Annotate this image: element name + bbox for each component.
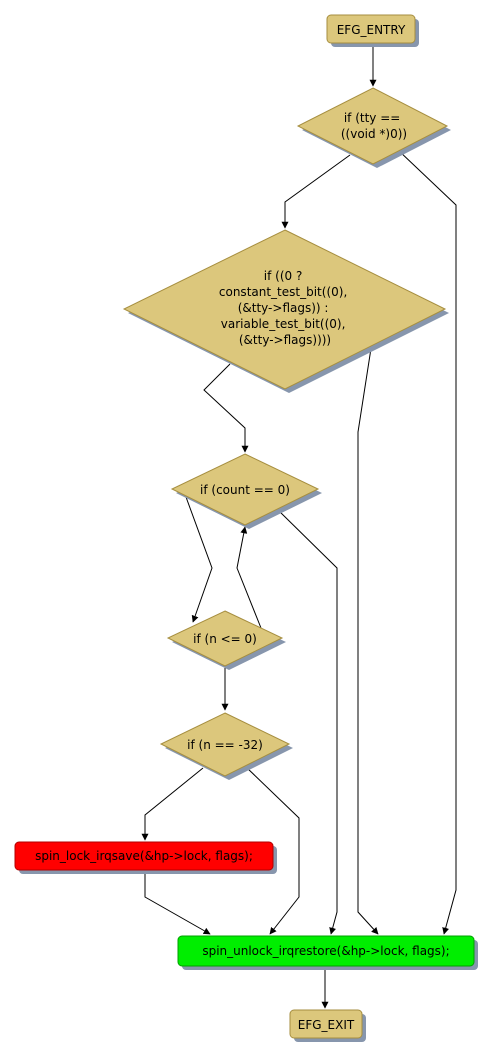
node-cond-test-bit[interactable]: if ((0 ? constant_test_bit((0), (&tty->f… — [122, 229, 449, 393]
node-spin-unlock-irqrestore-label: spin_unlock_irqrestore(&hp->lock, flags)… — [202, 944, 449, 958]
node-cond-count-label: if (count == 0) — [200, 483, 290, 497]
node-cond-test-bit-line: (&tty->flags)))) — [239, 333, 331, 347]
node-efg-exit[interactable]: EFG_EXIT — [289, 1009, 366, 1042]
node-cond-tty-line: if (tty == — [344, 111, 401, 125]
node-cond-tty[interactable]: if (tty == ((void *)0)) — [296, 87, 451, 168]
node-efg-entry-label: EFG_ENTRY — [337, 23, 406, 37]
edge-lock-to-unlock — [144, 872, 211, 935]
node-cond-tty-line: ((void *)0)) — [341, 127, 407, 141]
svg-text:if (tty == ((void *)0)): if (tty == ((void *)0)) — [341, 111, 407, 141]
node-cond-n-le-label: if (n <= 0) — [193, 632, 257, 646]
edge-n-eq-to-unlock — [244, 765, 300, 935]
node-cond-test-bit-line: constant_test_bit((0), — [219, 285, 347, 299]
node-spin-unlock-irqrestore[interactable]: spin_unlock_irqrestore(&hp->lock, flags)… — [177, 935, 478, 970]
edge-test-bit-to-unlock — [357, 341, 379, 935]
node-cond-n-eq[interactable]: if (n == -32) — [159, 712, 293, 780]
node-efg-entry[interactable]: EFG_ENTRY — [326, 14, 419, 47]
node-spin-lock-irqsave-label: spin_lock_irqsave(&hp->lock, flags); — [35, 849, 253, 863]
edge-n-le-back-to-count — [236, 526, 262, 629]
edge-n-eq-to-lock — [141, 767, 204, 841]
node-spin-lock-irqsave[interactable]: spin_lock_irqsave(&hp->lock, flags); — [14, 841, 277, 874]
edge-count-to-unlock — [277, 509, 338, 935]
node-cond-n-eq-label: if (n == -32) — [187, 738, 263, 752]
node-cond-test-bit-line: variable_test_bit((0), — [221, 317, 346, 331]
svg-text:if ((0 ? constant_test_b: if ((0 ? constant_test_bit((0), (&tty->f… — [219, 269, 351, 347]
edge-count-to-n-le — [185, 496, 213, 623]
node-cond-count[interactable]: if (count == 0) — [170, 453, 322, 529]
edge-tty-to-unlock — [397, 149, 457, 935]
node-cond-test-bit-line: (&tty->flags)) : — [238, 301, 329, 315]
node-efg-exit-label: EFG_EXIT — [298, 1018, 355, 1032]
edges — [141, 46, 457, 1009]
node-cond-test-bit-line: if ((0 ? — [264, 269, 303, 283]
edge-tty-to-test-bit — [281, 154, 351, 229]
node-cond-n-le[interactable]: if (n <= 0) — [166, 610, 286, 670]
edge-test-bit-to-count — [203, 363, 249, 453]
